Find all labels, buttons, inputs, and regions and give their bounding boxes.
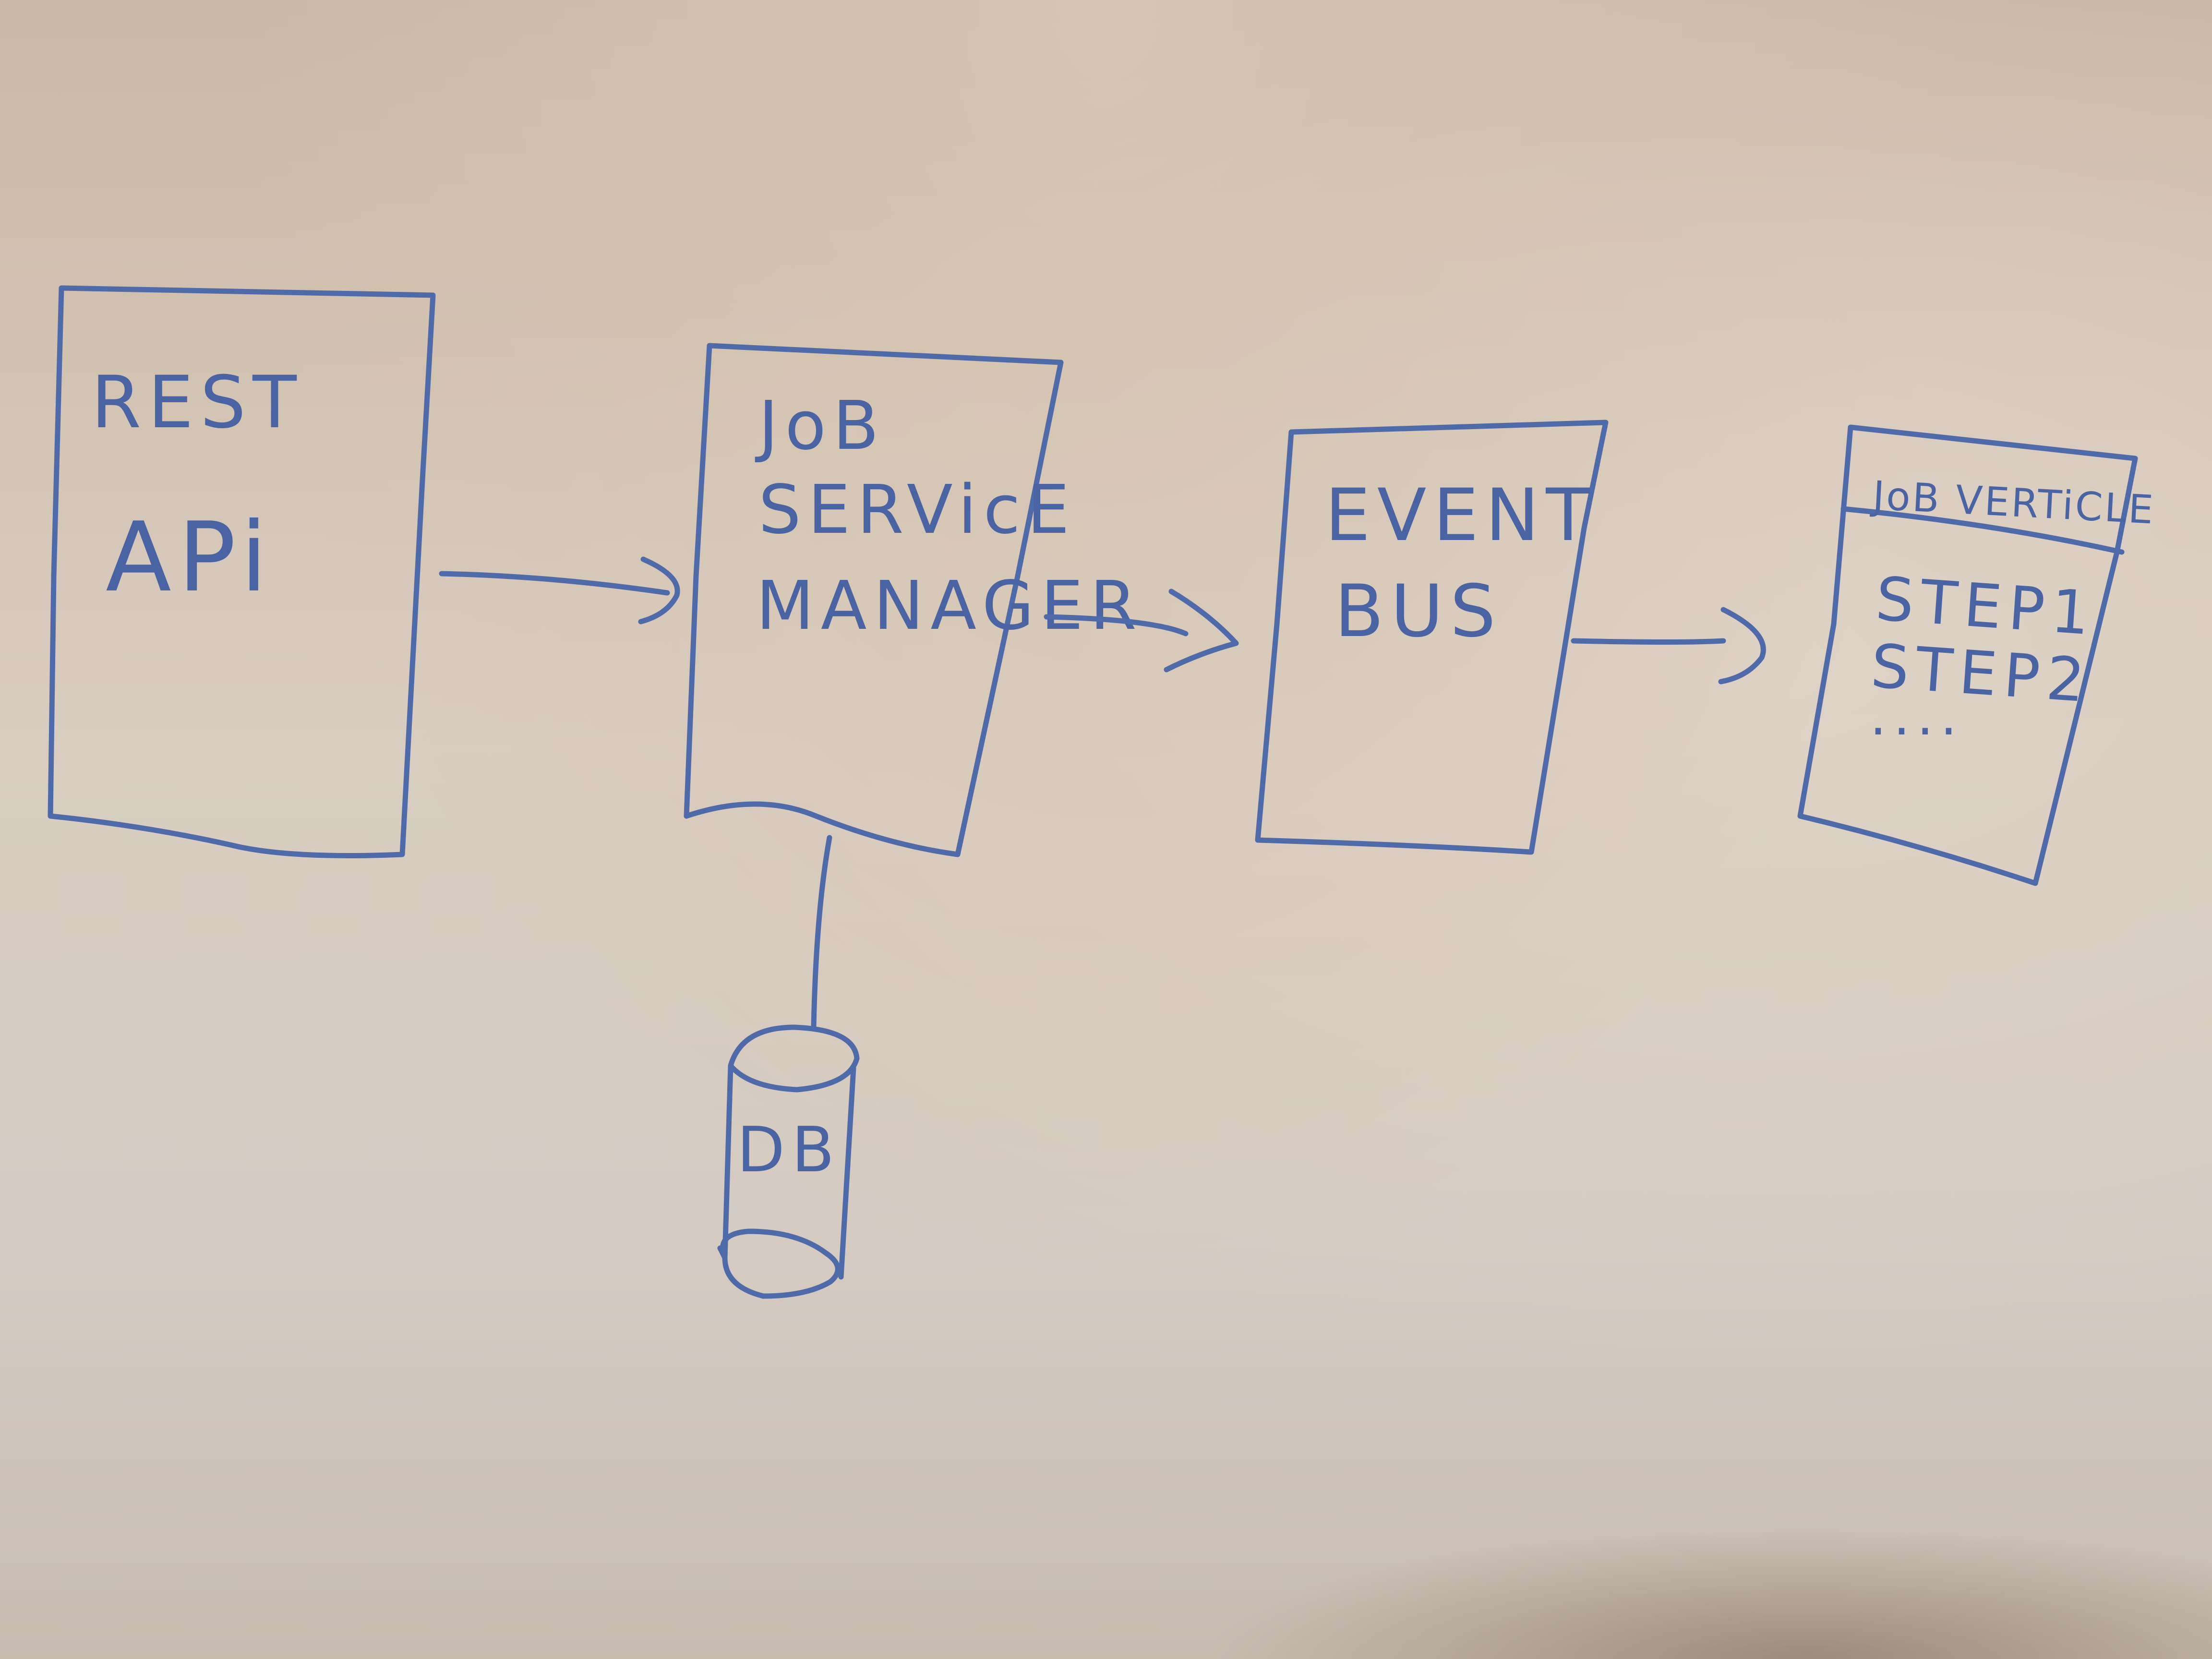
- arrow-line: [1044, 614, 1189, 637]
- job-verticle-node: JoB VERTiCLE STEP1 STEP2 ....: [1797, 424, 2156, 886]
- event-bus-box: [1255, 420, 1609, 855]
- manager-db-connector: [811, 835, 832, 1030]
- photo-shadow: [1200, 1527, 2212, 1659]
- db-cylinder-side-left: [717, 1063, 733, 1261]
- rest-api-label-line2: APi: [106, 502, 274, 613]
- job-verticle-box: [1797, 424, 2138, 886]
- event-bus-node: EVENT BUS: [1255, 420, 1609, 855]
- event-bus-label-line1: EVENT: [1325, 474, 1597, 557]
- arrow-manager-to-eventbus: [1044, 589, 1239, 673]
- rest-api-node: REST APi: [48, 285, 436, 858]
- arrow-line: [1571, 638, 1726, 645]
- arrow-rest-to-manager: [439, 556, 680, 625]
- more-steps-ellipsis: ....: [1870, 685, 1964, 747]
- step2-label: STEP2: [1869, 631, 2094, 716]
- arrow-eventbus-to-verticle: [1571, 607, 1766, 685]
- db-node: DB: [717, 1024, 860, 1299]
- manager-label-line2: SERVicE: [758, 471, 1076, 549]
- db-label: DB: [737, 1113, 841, 1186]
- arrow-head: [1164, 589, 1239, 673]
- rest-api-label-line1: REST: [91, 361, 303, 445]
- arrow-head: [638, 556, 680, 625]
- job-verticle-header-divider: [1840, 506, 2125, 555]
- step1-label: STEP1: [1874, 564, 2099, 649]
- arrow-line: [439, 571, 670, 596]
- db-cylinder-body: [728, 1024, 860, 1093]
- arrow-head: [1718, 607, 1766, 685]
- manager-label-line1: JoB: [755, 387, 886, 465]
- event-bus-label-line2: BUS: [1334, 570, 1503, 653]
- db-cylinder-bottom: [720, 1228, 841, 1299]
- db-cylinder-side-right: [838, 1065, 856, 1280]
- job-service-manager-node: JoB SERVicE MANAGER: [684, 343, 1143, 857]
- job-service-manager-box: [684, 343, 1064, 857]
- rest-api-box: [48, 285, 436, 858]
- job-verticle-header: JoB VERTiCLE: [1869, 473, 2156, 533]
- manager-label-line3: MANAGER: [756, 567, 1143, 645]
